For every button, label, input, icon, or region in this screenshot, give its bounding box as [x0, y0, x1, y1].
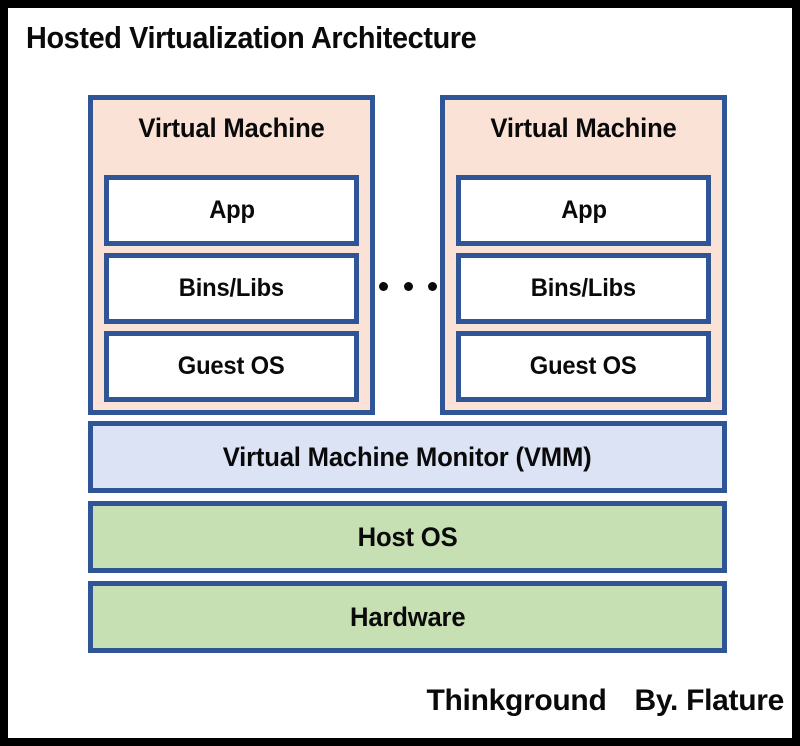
layer-virtual-machine-monitor-label: Virtual Machine Monitor (VMM) — [223, 441, 592, 472]
vm1-layer-app: App — [104, 175, 359, 246]
vm2-layer-bins-libs-label: Bins/Libs — [530, 274, 637, 302]
layer-hardware: Hardware — [88, 581, 727, 653]
virtual-machine-title-1: Virtual Machine — [138, 113, 325, 143]
vm1-layer-guest-os: Guest OS — [104, 331, 359, 402]
vm2-layer-guest-os-label: Guest OS — [530, 352, 637, 380]
vm2-layer-guest-os: Guest OS — [456, 331, 711, 402]
footer: Thinkground By. Flature — [426, 684, 784, 718]
diagram-page: Hosted Virtualization Architecture Virtu… — [8, 8, 792, 738]
ellipsis-dot-3 — [428, 281, 437, 291]
vm2-layer-bins-libs: Bins/Libs — [456, 253, 711, 324]
vm2-layer-app-label: App — [560, 196, 607, 224]
vm1-layer-bins-libs-label: Bins/Libs — [178, 274, 285, 302]
ellipsis-icon — [379, 276, 437, 296]
vm1-layer-bins-libs: Bins/Libs — [104, 253, 359, 324]
ellipsis-dot-1 — [379, 281, 388, 291]
virtual-machine-box-1: Virtual Machine App Bins/Libs Guest OS — [88, 95, 375, 415]
vm2-layer-app: App — [456, 175, 711, 246]
footer-author: By. Flature — [634, 684, 784, 717]
page-title: Hosted Virtualization Architecture — [26, 20, 477, 55]
vm1-layer-app-label: App — [208, 196, 255, 224]
virtual-machine-box-2: Virtual Machine App Bins/Libs Guest OS — [440, 95, 727, 415]
footer-brand: Thinkground — [426, 684, 607, 717]
layer-host-os: Host OS — [88, 501, 727, 573]
layer-host-os-label: Host OS — [357, 521, 458, 552]
ellipsis-dot-2 — [403, 281, 413, 291]
layer-hardware-label: Hardware — [349, 601, 466, 632]
virtual-machine-title-2: Virtual Machine — [490, 113, 677, 143]
layer-virtual-machine-monitor: Virtual Machine Monitor (VMM) — [88, 421, 727, 493]
vm1-layer-guest-os-label: Guest OS — [178, 352, 285, 380]
